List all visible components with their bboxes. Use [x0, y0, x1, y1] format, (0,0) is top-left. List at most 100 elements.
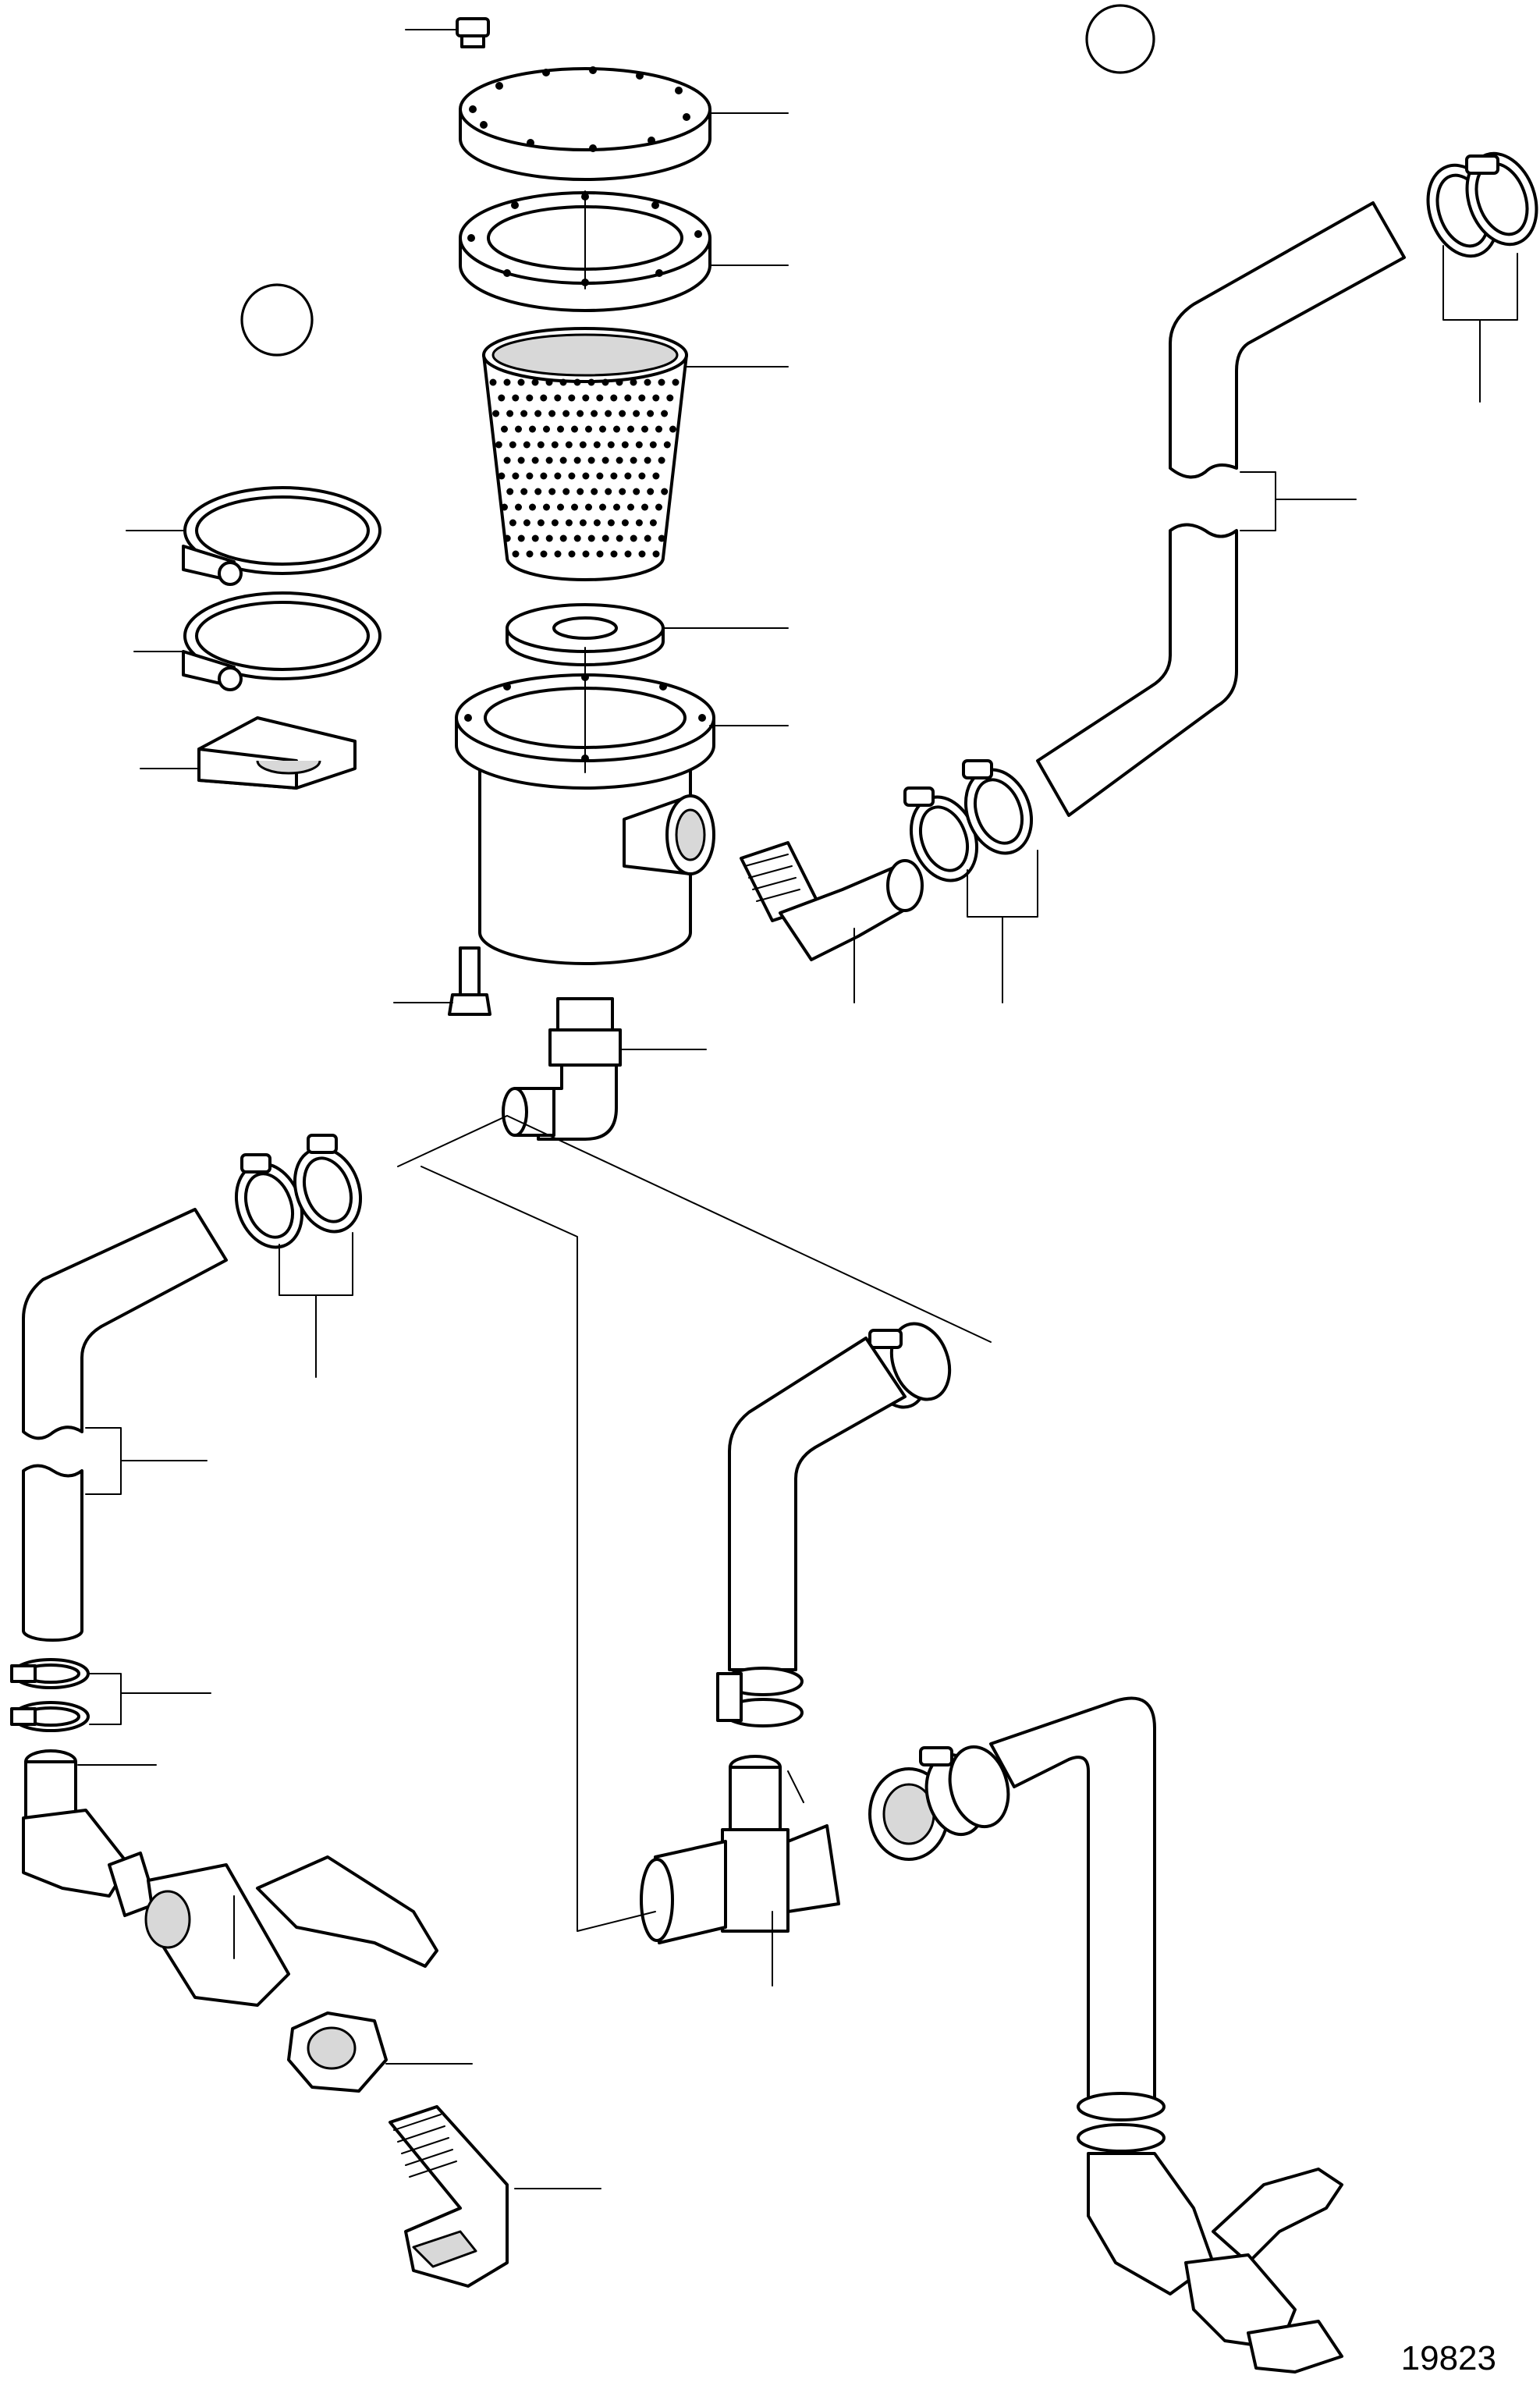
basket-perforation [644, 378, 651, 386]
basket-perforation [585, 425, 592, 433]
basket-perforation [573, 456, 581, 464]
basket-perforation [652, 550, 660, 558]
basket-perforation [501, 425, 508, 433]
basket-perforation [506, 410, 514, 417]
basket-perforation [534, 410, 542, 417]
basket-perforation [601, 456, 609, 464]
basket-perforation [616, 534, 623, 542]
basket-perforation [498, 394, 506, 402]
basket-perforation [610, 550, 618, 558]
basket-perforation [619, 488, 626, 495]
basket-perforation [582, 550, 590, 558]
through-hull-fitting-left [389, 2105, 509, 2288]
basket-perforation [503, 378, 511, 386]
top-plug-screw [456, 17, 490, 48]
basket-perforation [540, 394, 548, 402]
basket-perforation [582, 472, 590, 480]
basket-perforation [495, 441, 502, 449]
basket-perforation [512, 472, 520, 480]
basket-perforation [531, 378, 539, 386]
basket-perforation [596, 472, 604, 480]
elbow-fitting-center [502, 997, 622, 1141]
mounting-bracket [197, 716, 357, 790]
basket-perforation [630, 456, 637, 464]
basket-perforation [529, 425, 536, 433]
basket-perforation [571, 425, 578, 433]
basket-perforation [568, 394, 576, 402]
basket-perforation [621, 519, 629, 527]
valve-lower-right [1087, 2152, 1343, 2374]
basket-perforation [526, 550, 534, 558]
basket-perforation [661, 410, 669, 417]
basket-perforation [605, 410, 612, 417]
elbow-valve-left [22, 1809, 438, 2007]
hose-lower-right-bend [989, 1696, 1156, 2116]
flat-washer [506, 603, 665, 666]
hose-upper-left [22, 1208, 228, 1440]
basket-perforation [548, 410, 556, 417]
hose-clamp-lower-left [182, 591, 381, 691]
basket-perforation [517, 534, 525, 542]
basket-perforation [658, 534, 665, 542]
basket-perforation [568, 472, 576, 480]
basket-perforation [641, 425, 648, 433]
hose-clamp-pair-middle-right [903, 759, 1034, 882]
basket-perforation [582, 394, 590, 402]
basket-perforation [557, 425, 564, 433]
basket-perforation [545, 378, 553, 386]
basket-perforation [559, 534, 567, 542]
basket-perforation [599, 425, 606, 433]
basket-perforation [601, 534, 609, 542]
basket-perforation [661, 488, 669, 495]
hose-clamp-lower-left-lower [10, 1701, 90, 1732]
basket-perforation [607, 519, 615, 527]
basket-perforation [593, 519, 601, 527]
hose-clamp-lower-left-upper [10, 1658, 90, 1689]
basket-perforation [605, 488, 612, 495]
basket-perforation [649, 441, 657, 449]
basket-perforation [610, 394, 618, 402]
basket-perforation [619, 410, 626, 417]
basket-perforation [666, 394, 674, 402]
basket-perforation [531, 534, 539, 542]
basket-perforation [554, 394, 562, 402]
leader-lines [77, 29, 1518, 2189]
basket-perforation [492, 410, 500, 417]
basket-perforation [633, 410, 640, 417]
basket-perforation [529, 503, 536, 511]
basket-perforation [537, 519, 545, 527]
basket-perforation [568, 550, 576, 558]
basket-perforation [635, 441, 643, 449]
basket-perforation [638, 550, 646, 558]
basket-perforation [652, 394, 660, 402]
basket-perforation [543, 503, 550, 511]
basket-perforation [655, 425, 662, 433]
basket-perforation [509, 519, 516, 527]
figure-number: 19823 [1400, 2339, 1496, 2377]
basket-perforation [557, 503, 564, 511]
basket-perforation [540, 472, 548, 480]
basket-perforation [616, 456, 623, 464]
assembly-connector-lines [397, 1115, 992, 1932]
basket-perforation [638, 472, 646, 480]
strainer-basket [482, 327, 688, 581]
basket-perforation [630, 534, 637, 542]
basket-perforation [624, 394, 632, 402]
basket-perforation [644, 456, 651, 464]
basket-perforation [523, 519, 530, 527]
basket-perforation [503, 534, 511, 542]
basket-perforation [649, 519, 657, 527]
basket-perforation [543, 425, 550, 433]
basket-perforation [573, 378, 581, 386]
basket-perforation [638, 394, 646, 402]
basket-perforation [554, 472, 562, 480]
basket-perforation [613, 425, 620, 433]
hose-lower-right [1036, 523, 1238, 817]
basket-perforation [641, 503, 648, 511]
basket-perforation [509, 441, 516, 449]
basket-perforation [621, 441, 629, 449]
basket-perforation [577, 488, 584, 495]
basket-perforation [540, 550, 548, 558]
